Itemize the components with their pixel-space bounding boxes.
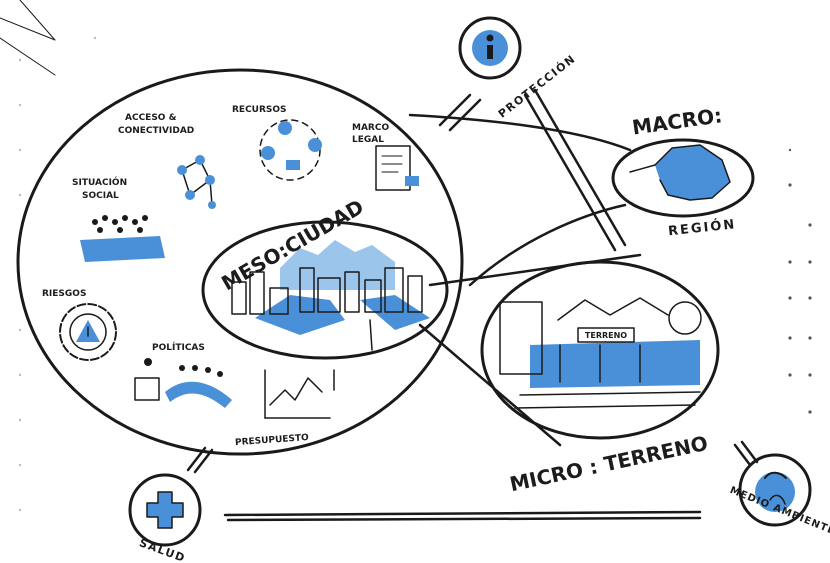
medical-cross-icon [128, 473, 202, 547]
acceso-label-line1: ACCESO & [125, 113, 177, 123]
decorative-dot-grid-left [18, 36, 97, 512]
decorative-corner-lines [0, 0, 56, 76]
city-illustration [231, 240, 430, 351]
situacion-social-label-line2: SOCIAL [82, 191, 119, 201]
proteccion-label: PROTECCIÓN [496, 52, 579, 121]
meso-boundary-circle [16, 68, 464, 456]
city-circle [201, 220, 449, 360]
decorative-dot-grid-right [788, 148, 812, 414]
speaker-podium-icon [134, 358, 232, 408]
marco-legal-label-line1: MARCO [352, 123, 389, 133]
budget-chart-icon [264, 369, 335, 419]
terreno-illustration: TERRENO [499, 297, 702, 409]
eco-globe-icon [738, 453, 812, 527]
resources-cycle-icon [259, 119, 322, 181]
legal-document-icon [375, 145, 419, 191]
acceso-label-line2: CONECTIVIDAD [118, 126, 194, 136]
region-label: REGIÓN [667, 216, 737, 239]
marco-legal-label-line2: LEGAL [352, 135, 384, 145]
riesgos-label: RIESGOS [42, 289, 86, 299]
region-map-icon [629, 144, 731, 201]
macro-label: MACRO: [631, 103, 724, 139]
crowd-icon [80, 215, 165, 262]
terreno-sign-label: TERRENO [585, 331, 627, 340]
recursos-label: RECURSOS [232, 105, 287, 115]
network-nodes-icon [177, 155, 216, 209]
warning-gear-icon [59, 303, 117, 361]
info-icon [458, 16, 522, 80]
micro-terreno-circle [480, 260, 720, 440]
macro-region-circle [611, 138, 755, 218]
situacion-social-label-line1: SITUACIÓN [72, 176, 127, 188]
politicas-label: POLÍTICAS [152, 341, 205, 353]
micro-label: MICRO : TERRENO [508, 431, 710, 496]
